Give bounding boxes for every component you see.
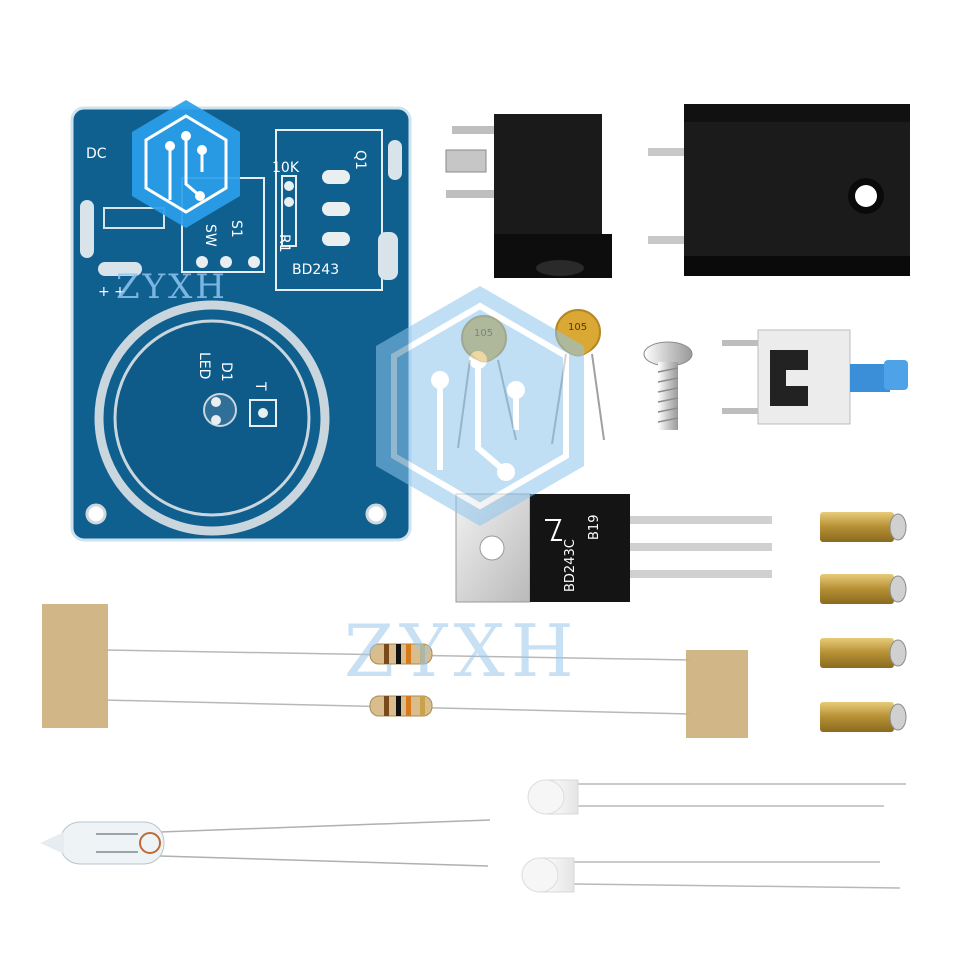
pcb-label-r1: R1 [276, 234, 292, 253]
neon-lamp [40, 819, 491, 867]
pcb-label-bd243: BD243 [292, 262, 339, 278]
pcb-label-q1: Q1 [352, 150, 368, 170]
transistor-marking: BD243C [563, 539, 578, 592]
transistor-footprint [275, 129, 383, 291]
manufacturer-logo-icon [545, 519, 562, 541]
mounting-hole [85, 503, 107, 525]
watermark-text: ZYXH [344, 609, 580, 693]
pcb-label-d1: D1 [218, 362, 234, 382]
brass-standoff [820, 512, 907, 542]
resistor [369, 695, 433, 717]
brand-logo: ZYXH [116, 100, 240, 307]
pcb-label-t: T [252, 381, 268, 391]
pcb-label-plus: + + [98, 284, 126, 300]
brass-standoff [820, 638, 907, 668]
watermark [376, 286, 584, 526]
touch-pad [249, 399, 277, 427]
led [527, 779, 906, 815]
pcb-label-led: LED [196, 352, 212, 379]
brass-standoff [820, 574, 907, 604]
pcb-board: DC + + 10K Q1 R1 S1 SW BD243 D1 LED T [70, 106, 412, 542]
brand-logo-text: ZYXH [116, 267, 228, 307]
dc-power-jack [445, 114, 612, 278]
brass-standoff [820, 702, 907, 732]
capacitor-marking: 105 [568, 322, 587, 333]
pcb-label-r1-value: 10K [272, 160, 300, 176]
transistor-batch: B19 [587, 515, 602, 540]
led [521, 857, 901, 893]
switch-button-cap [850, 364, 890, 392]
resistor [369, 643, 433, 665]
screw [643, 341, 693, 430]
pcb-label-dc: DC [86, 146, 107, 162]
heatsink [648, 104, 910, 276]
touch-pad-ring [94, 300, 330, 536]
push-switch [722, 329, 908, 425]
mounting-hole [365, 503, 387, 525]
resistor-tape-strip [42, 604, 748, 738]
pcb-label-s1: S1 [228, 220, 244, 238]
pcb-label-sw: SW [202, 224, 218, 247]
